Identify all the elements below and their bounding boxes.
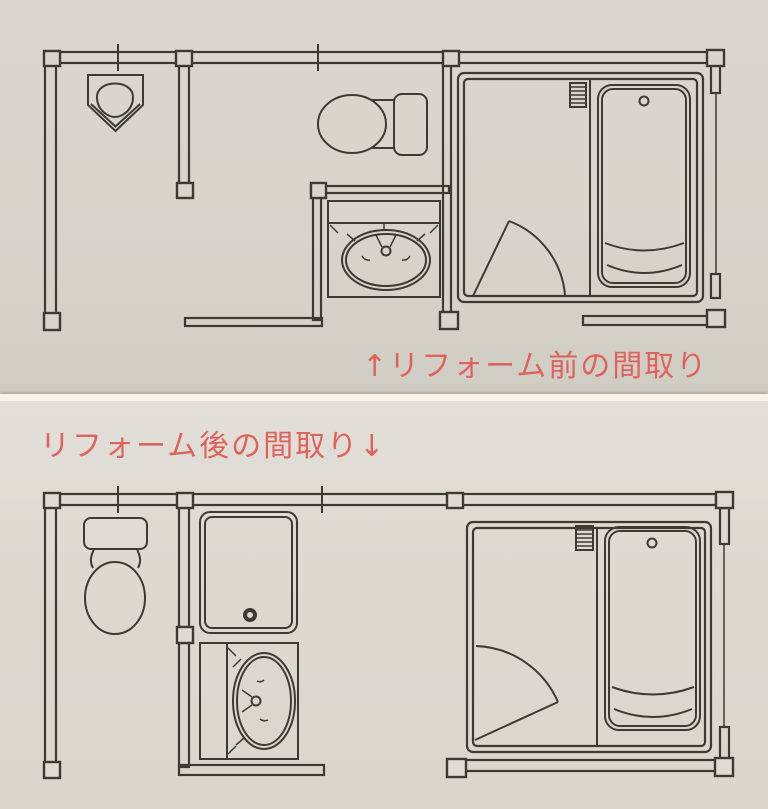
after-plan-label: リフォーム後の間取り↓: [40, 429, 387, 464]
bathtub-before: [597, 84, 691, 288]
bathroom-after: [465, 520, 713, 754]
toilet-after: [83, 517, 148, 635]
faucet-icon: [250, 695, 262, 707]
walls-after: [42, 486, 735, 780]
faucet-icon: [380, 245, 392, 257]
drain-icon: [646, 537, 658, 549]
drain-icon: [243, 608, 257, 622]
washbasin-after: [199, 642, 299, 760]
urinal: [87, 74, 144, 133]
before-plan-panel: [0, 0, 768, 394]
shower-unit: [199, 511, 298, 634]
walls-before: [42, 44, 727, 332]
bathroom-before: [456, 71, 705, 304]
washbasin-before: [327, 200, 441, 298]
after-floorplan: [42, 486, 735, 780]
drain-icon: [638, 95, 650, 107]
bathtub-after: [604, 526, 701, 731]
before-floorplan: [42, 44, 727, 332]
vent-grille-icon: [575, 525, 594, 551]
photo-seam: [0, 394, 768, 401]
toilet-before: [317, 93, 428, 156]
vent-grille-icon: [569, 82, 587, 108]
bath-door-before: [472, 220, 566, 297]
bath-door-after: [474, 645, 559, 741]
after-plan-panel: [0, 401, 768, 809]
before-plan-label: ↑リフォーム前の間取り: [362, 349, 709, 384]
